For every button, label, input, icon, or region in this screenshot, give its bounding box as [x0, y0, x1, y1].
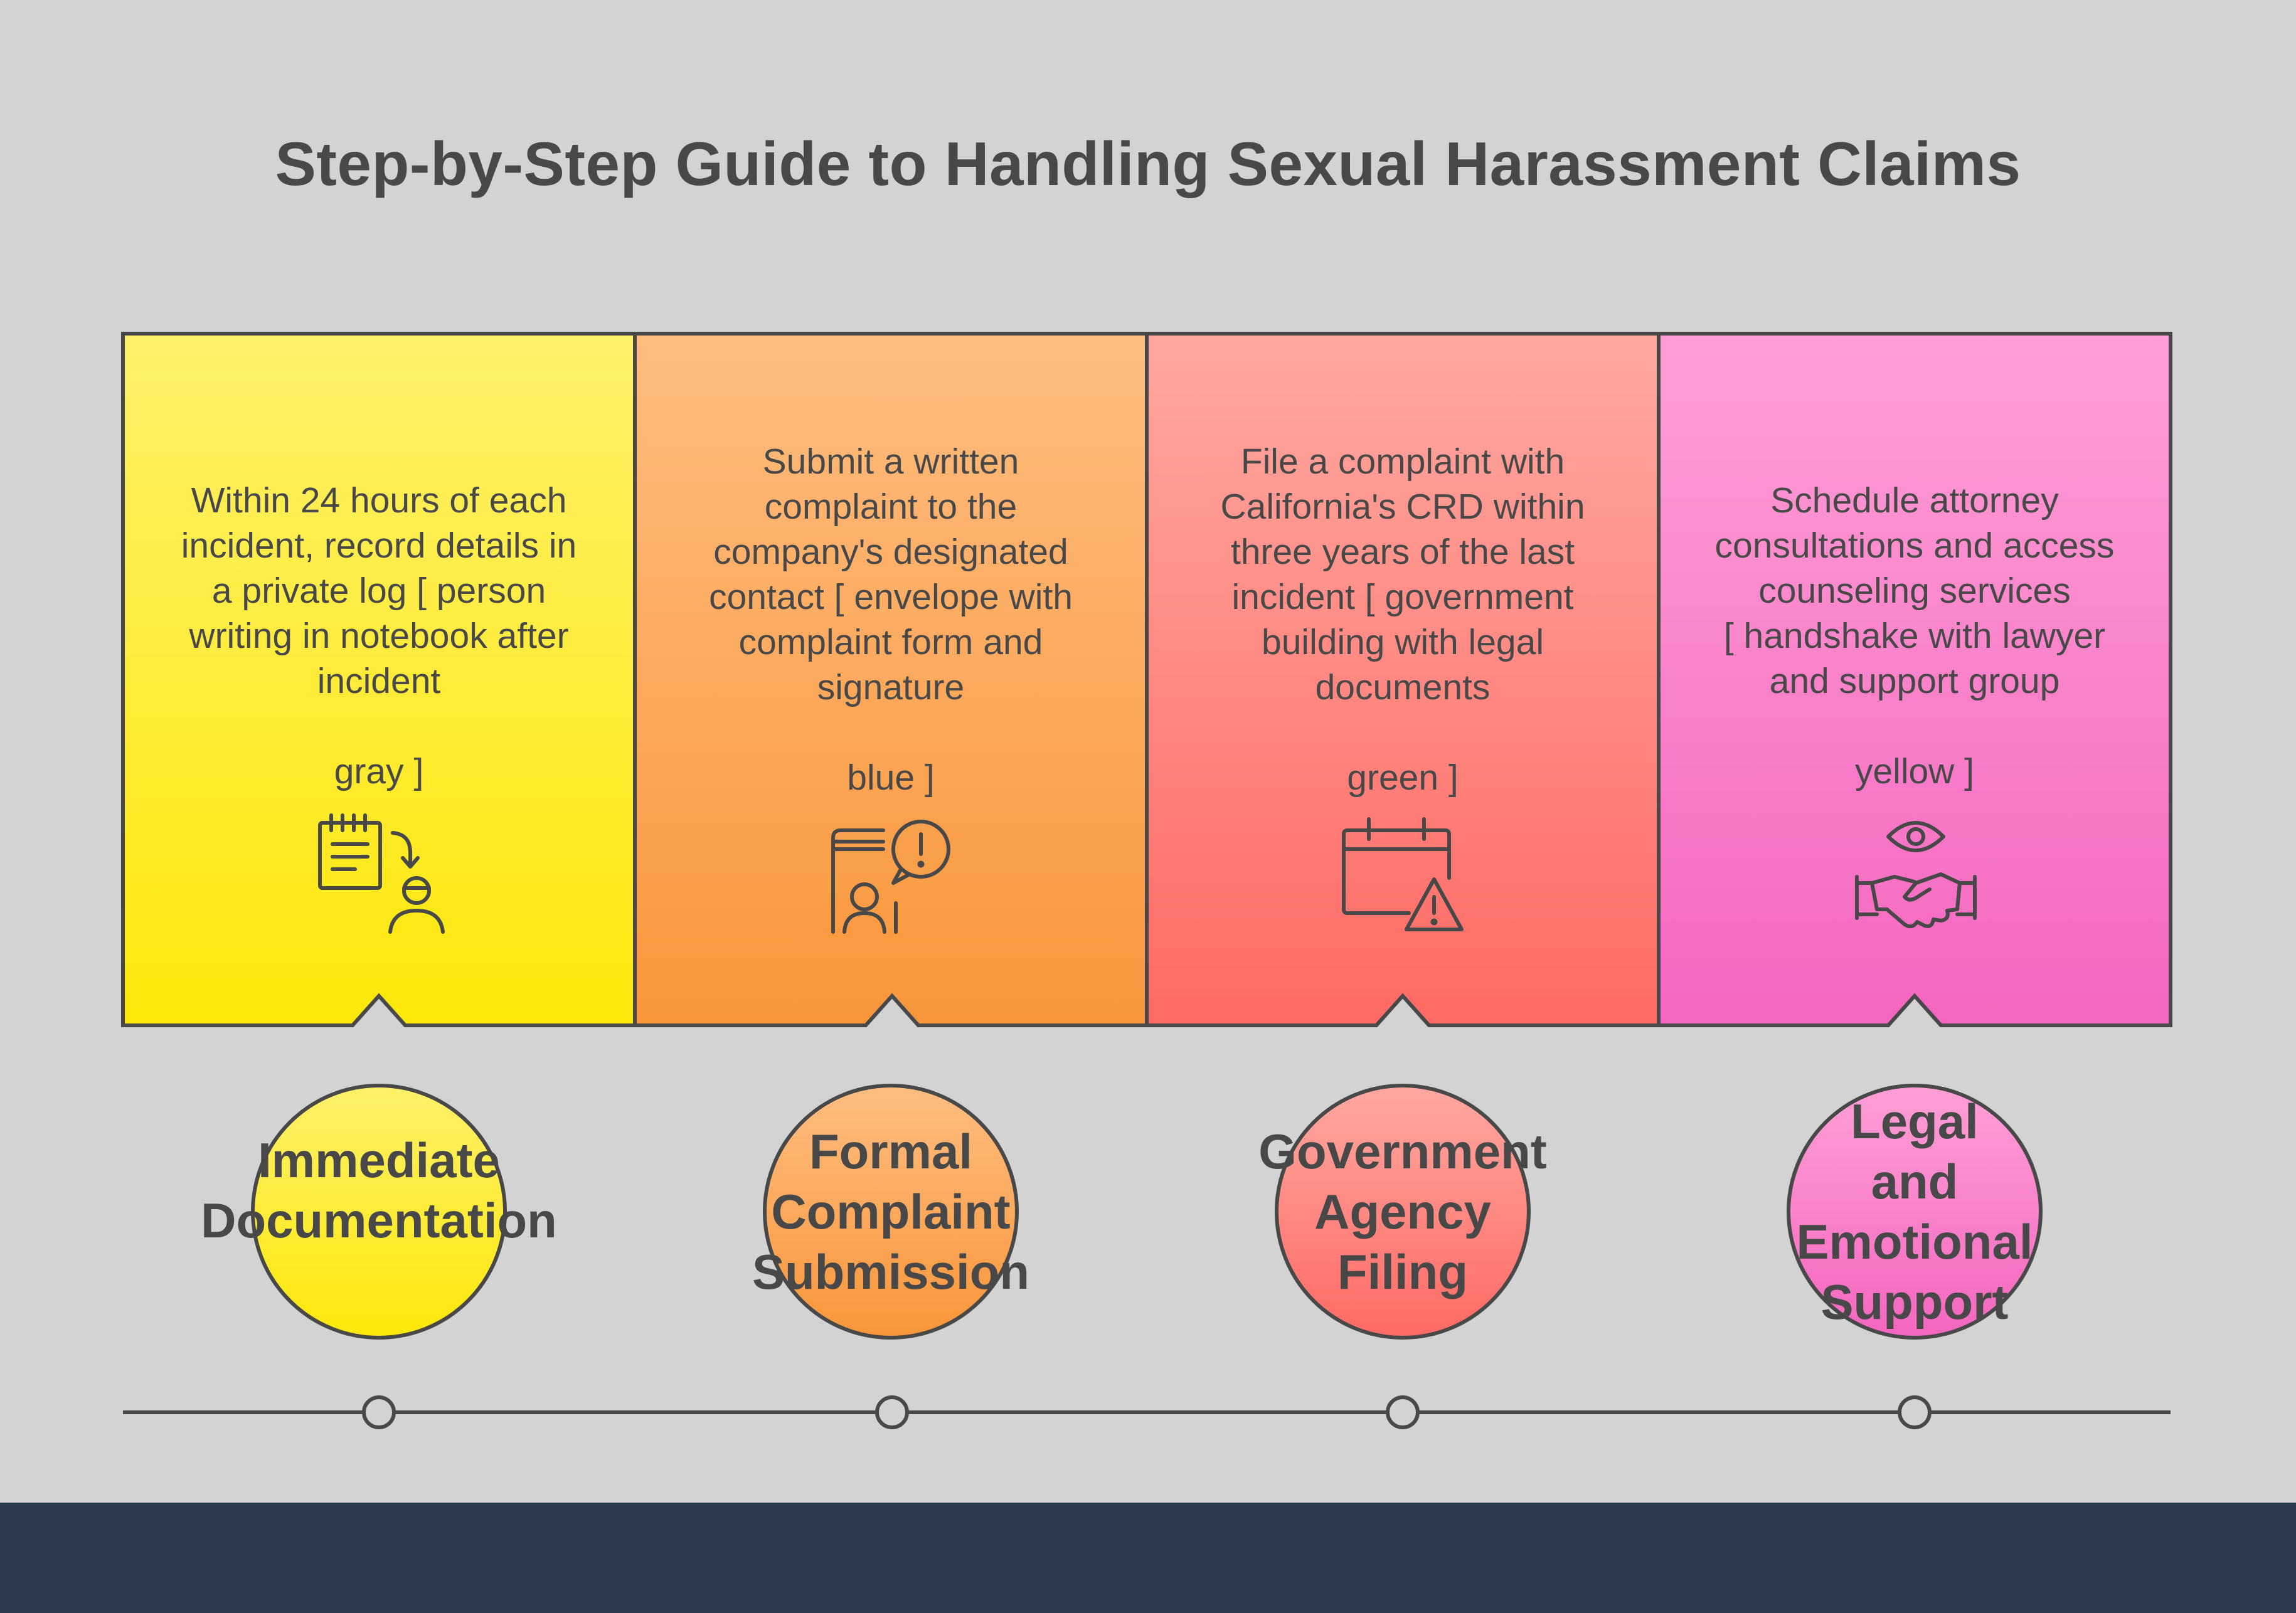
timeline-node-1: [362, 1395, 396, 1429]
step-3-circle: [1275, 1084, 1531, 1340]
step-2-description: Submit a written complaint to the compan…: [684, 394, 1098, 845]
panel-legal-support: [1657, 332, 2172, 1027]
step-2-text: Submit a written complaint to the compan…: [709, 442, 1073, 707]
step-1-circle: [251, 1084, 507, 1340]
step-4-label: Legal and Emotional Support: [1796, 1094, 2033, 1330]
timeline-node-2: [875, 1395, 909, 1429]
timeline-node-4: [1898, 1395, 1932, 1429]
step-2-tag: blue ]: [847, 758, 935, 798]
step-4-description: Schedule attorney consultations and acce…: [1708, 433, 2122, 839]
step-2-circle: [763, 1084, 1019, 1340]
complaint-form-icon: [823, 809, 961, 947]
step-4-circle: [1787, 1084, 2043, 1340]
timeline-node-3: [1386, 1395, 1420, 1429]
step-1-text: Within 24 hours of each incident, record…: [181, 480, 577, 701]
step-1-tag: gray ]: [334, 751, 424, 791]
step-3-text: File a complaint with California's CRD w…: [1220, 442, 1585, 707]
footer-bar: [0, 1503, 2296, 1613]
calendar-warning-icon: [1334, 809, 1472, 947]
notebook-log-icon: [310, 809, 448, 947]
step-4-text: Schedule attorney consultations and acce…: [1714, 480, 2115, 701]
step-3-description: File a complaint with California's CRD w…: [1196, 394, 1610, 845]
handshake-eye-icon: [1847, 809, 1985, 947]
step-3-label: Government Agency Filing: [1258, 1124, 1547, 1299]
step-3-tag: green ]: [1347, 758, 1459, 798]
step-2-label: Formal Complaint Submission: [752, 1124, 1030, 1299]
step-1-label: Immediate Documentation: [201, 1133, 557, 1248]
page-title: Step-by-Step Guide to Handling Sexual Ha…: [275, 129, 2021, 198]
step-4-tag: yellow ]: [1854, 751, 1975, 791]
step-1-description: Within 24 hours of each incident, record…: [172, 433, 586, 839]
